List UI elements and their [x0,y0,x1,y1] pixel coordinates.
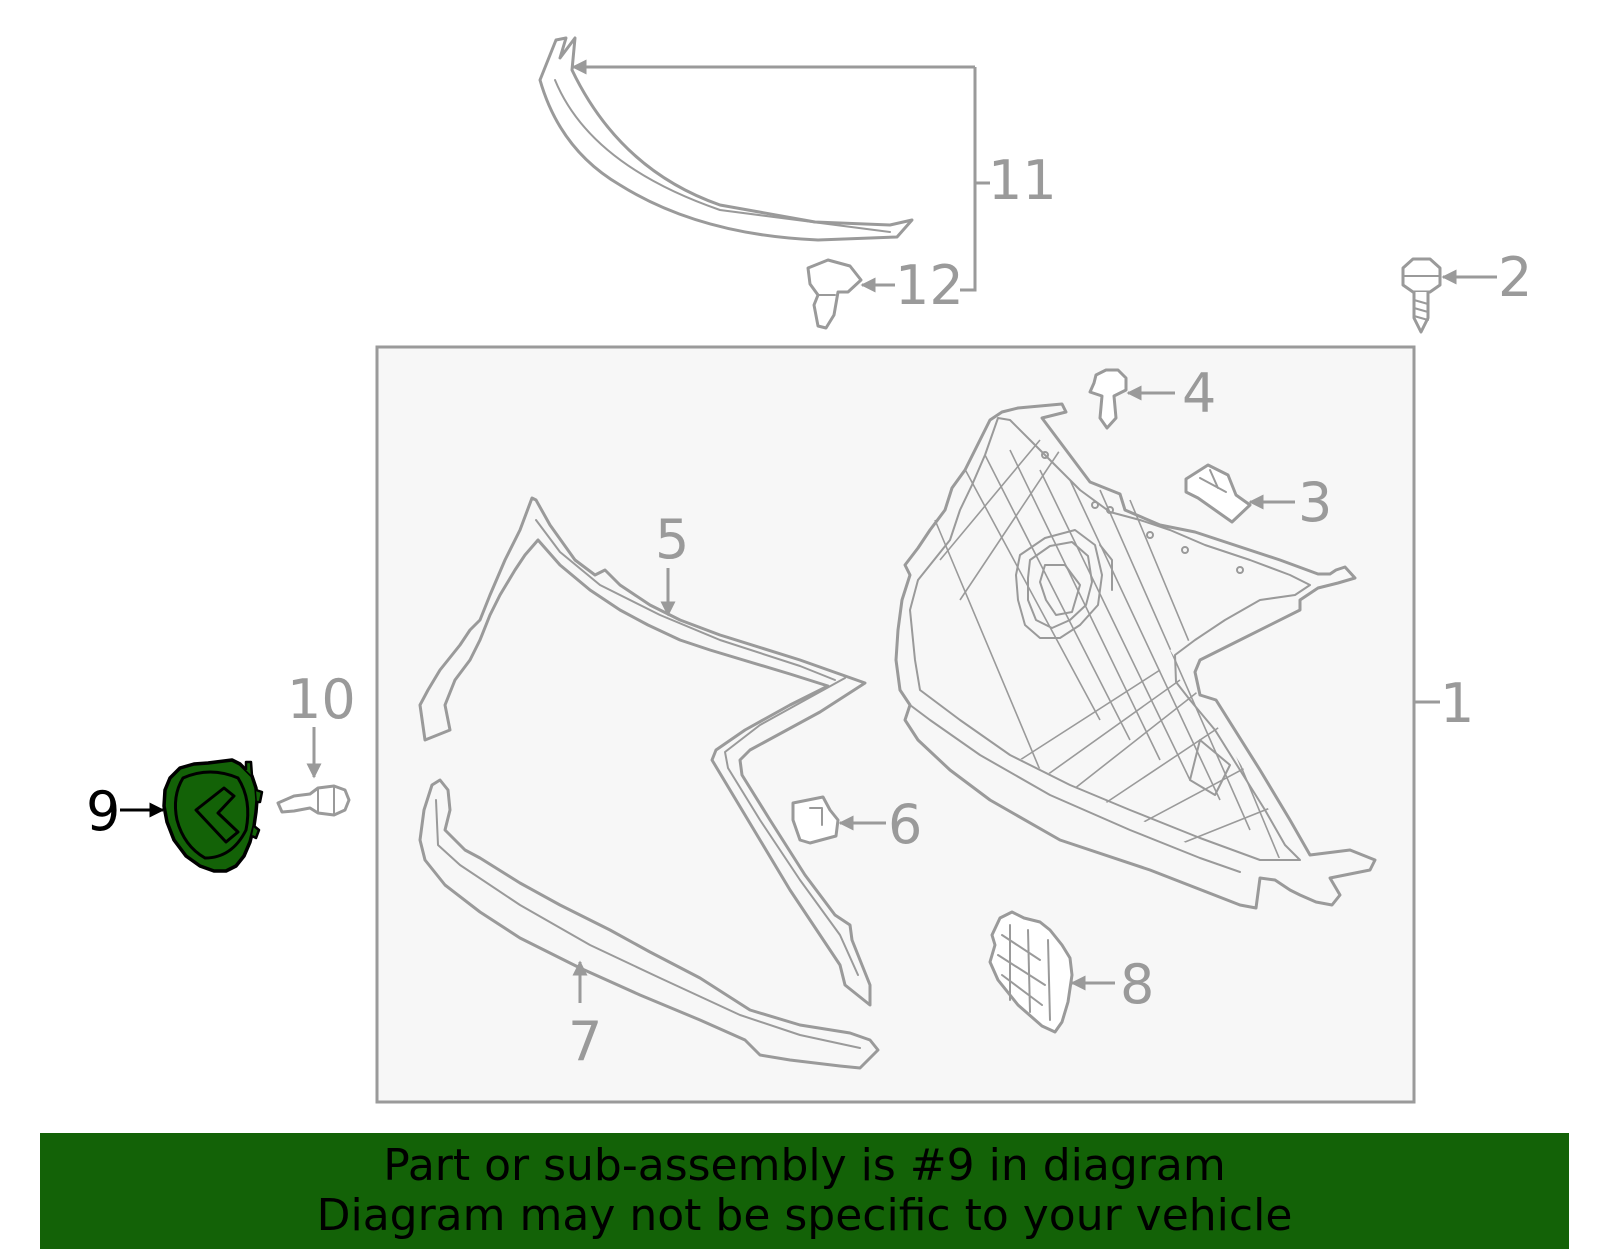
callout-8: 8 [1120,953,1154,1016]
callout-6: 6 [888,793,922,856]
banner-line-1: Part or sub-assembly is #9 in diagram [383,1140,1226,1191]
callout-11: 11 [988,149,1057,212]
callout-12: 12 [895,254,964,317]
banner-line-2: Diagram may not be specific to your vehi… [316,1190,1293,1241]
callout-5: 5 [655,508,689,571]
callout-4: 4 [1182,362,1216,425]
callout-10: 10 [287,668,356,731]
assembly-box [375,345,1416,1104]
info-banner: Part or sub-assembly is #9 in diagram Di… [40,1133,1569,1249]
part-3-bracket[interactable] [1184,463,1252,524]
callout-7: 7 [568,1010,602,1073]
part-11-upper-molding[interactable] [538,36,914,242]
part-12-clip[interactable] [806,258,863,330]
part-5-grille-molding[interactable] [418,496,872,1007]
part-4-push-clip[interactable] [1088,368,1128,430]
part-10-screw[interactable] [276,784,351,817]
part-2-bolt[interactable] [1401,257,1442,334]
callout-9: 9 [86,780,120,843]
leader-lines [120,59,1497,1003]
part-1-grille[interactable] [894,402,1377,910]
callout-1: 1 [1440,672,1474,735]
callout-3: 3 [1298,471,1332,534]
part-8-grille-insert[interactable] [988,910,1074,1034]
part-6-clip[interactable] [791,795,840,845]
part-7-lower-molding[interactable] [418,778,880,1070]
part-9-emblem[interactable] [162,758,264,873]
callout-2: 2 [1498,246,1532,309]
